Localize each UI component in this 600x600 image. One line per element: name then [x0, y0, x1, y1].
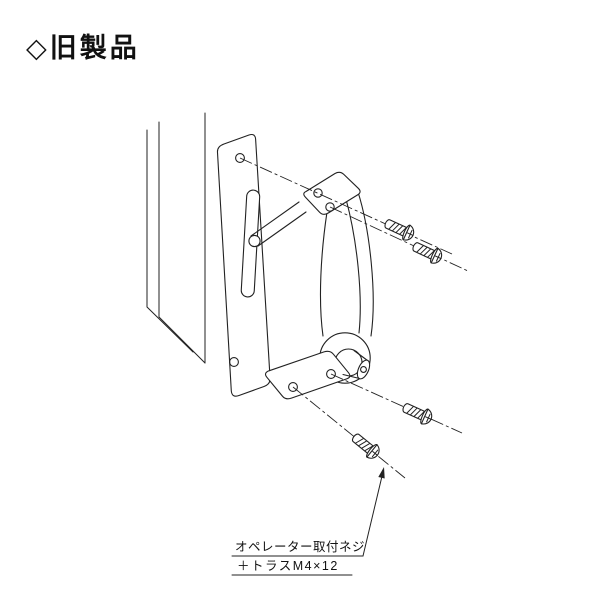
shaft-end-cap — [356, 359, 371, 380]
leader-line — [362, 476, 383, 557]
bottom-flange-body — [264, 350, 351, 400]
center-line-top-1 — [239, 157, 453, 255]
annotation-line2: ＋トラスM4×12 — [237, 559, 339, 573]
mounting-screws — [348, 215, 445, 463]
screw-top-1 — [381, 215, 417, 244]
screw-bottom-center — [348, 429, 383, 463]
mounting-plate — [216, 133, 271, 397]
shaft-edge-upper — [353, 349, 369, 362]
plate-hole-top — [235, 153, 245, 163]
page-title: ◇旧製品 — [26, 33, 140, 63]
annotation-callout: オペレーター取付ネジ ＋トラスM4×12 — [231, 467, 385, 576]
bracket-edge-outer — [357, 191, 374, 337]
center-line-top-2 — [329, 206, 469, 272]
operator-arm — [248, 201, 307, 248]
operator-bracket — [303, 171, 374, 384]
bottom-flange — [264, 350, 351, 400]
flange-hole-right — [325, 202, 335, 212]
plate-hole-bottom — [229, 357, 239, 367]
bottom-flange-hole-left — [288, 382, 298, 392]
annotation-line1: オペレーター取付ネジ — [235, 540, 365, 554]
arm-edge-upper — [250, 201, 300, 237]
screw-bottom-right — [399, 399, 435, 428]
shaft-center-hole — [360, 366, 367, 373]
operator-shaft — [342, 349, 371, 380]
shaft-edge-lower — [342, 373, 361, 380]
bracket-edge-inner — [345, 198, 361, 334]
window-frame — [146, 112, 206, 364]
arm-pivot — [248, 234, 261, 248]
arm-edge-lower — [257, 211, 307, 247]
frame-outer-edge — [146, 129, 194, 353]
frame-inner-edge — [158, 121, 206, 364]
leader-arrowhead — [378, 467, 385, 479]
flange-hole-left — [313, 188, 323, 198]
bottom-flange-hole-right — [326, 369, 336, 379]
bracket-top-flange — [303, 171, 361, 215]
center-line-bottom-right — [330, 373, 463, 434]
screw-center-lines — [239, 157, 469, 479]
center-line-bottom-center — [292, 386, 406, 479]
bracket-edge-left — [319, 211, 328, 337]
